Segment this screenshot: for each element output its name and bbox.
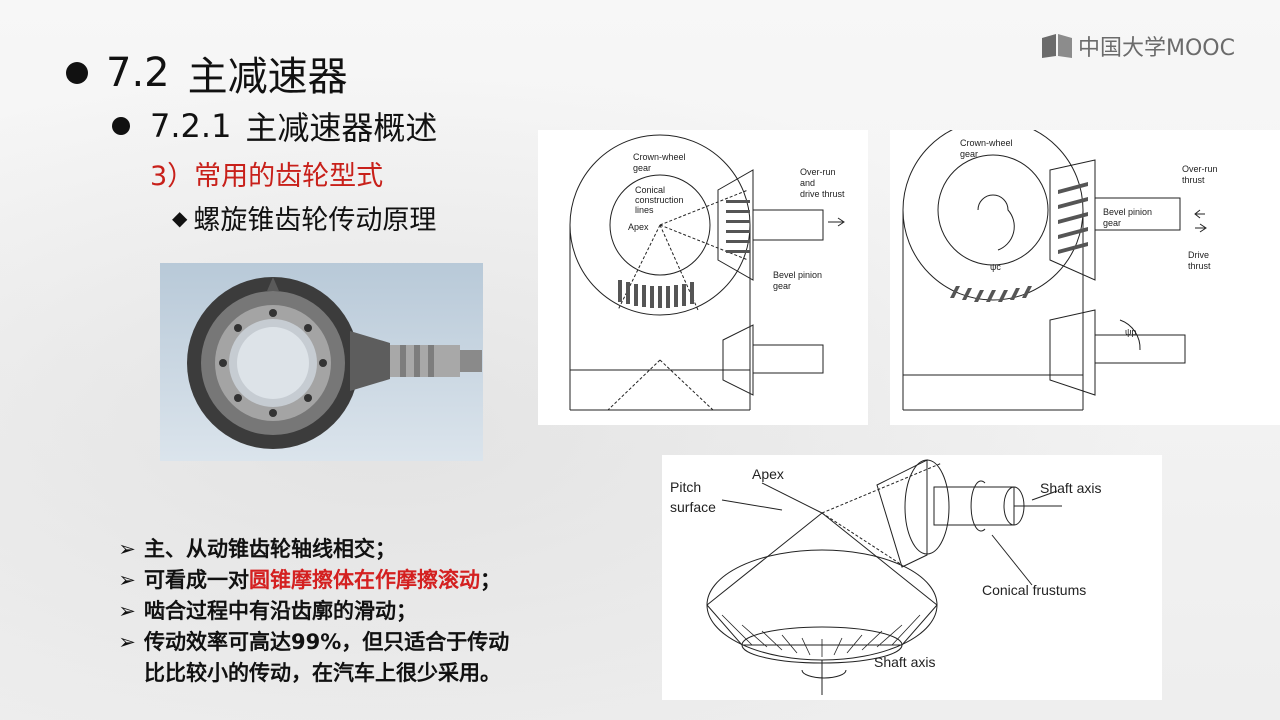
- label-angle-p: ψp: [1125, 327, 1136, 337]
- label-surface: surface: [670, 499, 716, 515]
- label-conical: Conical: [635, 185, 665, 195]
- arrow-marker: ➢: [118, 568, 136, 592]
- label-apex: Apex: [752, 466, 784, 482]
- label-overrun: Over-run: [800, 167, 836, 177]
- label-crown-wheel-gear: gear: [633, 163, 651, 173]
- label-bevel-pinion: Bevel pinion: [773, 270, 822, 280]
- bullet-text: 啮合过程中有沿齿廓的滑动；: [144, 599, 417, 623]
- bullet-text-pre: 可看成一对: [144, 568, 249, 592]
- spiral-bevel-gear-image: [187, 277, 482, 449]
- label-drive-thrust: thrust: [1188, 261, 1211, 271]
- list-item: ➢ 传动效率可高达99%，但只适合于传动: [110, 627, 509, 658]
- label-crown-wheel-gear: gear: [960, 149, 978, 159]
- diamond-marker: ◆: [172, 205, 188, 230]
- bullet-dot: [66, 62, 88, 84]
- label-apex: Apex: [628, 222, 649, 232]
- bullet-text: 主、从动锥齿轮轴线相交；: [144, 537, 396, 561]
- list-item: ➢ 主、从动锥齿轮轴线相交；: [110, 534, 509, 565]
- label-drive: Drive: [1188, 250, 1209, 260]
- bullet-text: 传动效率可高达99%，但只适合于传动: [144, 630, 510, 654]
- subtopic-title: 螺旋锥齿轮传动原理: [193, 205, 437, 236]
- pitch-surface-diagram: Pitch surface Apex Shaft axis Conical fr…: [662, 455, 1162, 700]
- label-crown-wheel: Crown-wheel: [960, 138, 1013, 148]
- label-lines: lines: [635, 205, 654, 215]
- label-overrun-thrust: thrust: [1182, 175, 1205, 185]
- feature-bullet-list: ➢ 主、从动锥齿轮轴线相交； ➢ 可看成一对圆锥摩擦体在作摩擦滚动； ➢ 啮合过…: [110, 534, 509, 689]
- list-item: ➢ 啮合过程中有沿齿廓的滑动；: [110, 596, 509, 627]
- list-item: ➢ 可看成一对圆锥摩擦体在作摩擦滚动；: [110, 565, 509, 596]
- bullet-text-post: ；: [480, 568, 501, 592]
- subsection-title: 主减速器概述: [245, 109, 438, 147]
- label-construction: construction: [635, 195, 684, 205]
- section-title: 主减速器: [187, 54, 348, 100]
- label-overrun: Over-run: [1182, 164, 1218, 174]
- bullet-text-highlight: 圆锥摩擦体在作摩擦滚动: [249, 568, 480, 592]
- spiral-bevel-diagram: Crown-wheel gear Over-run thrust Bevel p…: [890, 119, 1280, 425]
- subsection-number: 7.2.1: [150, 107, 232, 145]
- label-angle-c: ψc: [990, 262, 1001, 272]
- arrow-marker: ➢: [118, 630, 136, 654]
- straight-bevel-diagram: Crown-wheel gear Conical construction li…: [538, 130, 868, 425]
- label-bevel-gear: gear: [1103, 218, 1121, 228]
- book-icon: [1042, 34, 1072, 58]
- bullet-text: 比比较小的传动，在汽车上很少采用。: [144, 661, 501, 685]
- section-heading: 7.2 主减速器: [66, 44, 348, 102]
- label-shaft-axis-bottom: Shaft axis: [874, 654, 935, 670]
- label-crown-wheel: Crown-wheel: [633, 152, 686, 162]
- label-conical-frustums: Conical frustums: [982, 582, 1086, 598]
- mooc-logo: 中国大学MOOC: [1040, 30, 1235, 62]
- logo-text: 中国大学MOOC: [1078, 36, 1235, 61]
- bullet-dot: [112, 117, 130, 135]
- arrow-marker: ➢: [118, 537, 136, 561]
- label-pitch: Pitch: [670, 479, 701, 495]
- list-item-continuation: 比比较小的传动，在汽车上很少采用。: [110, 658, 509, 689]
- label-bevel-pinion: Bevel pinion: [1103, 207, 1152, 217]
- label-shaft-axis-top: Shaft axis: [1040, 480, 1101, 496]
- subsection-heading: 7.2.1 主减速器概述: [112, 103, 437, 149]
- section-number: 7.2: [106, 50, 170, 96]
- subtopic-heading: ◆ 螺旋锥齿轮传动原理: [172, 198, 436, 237]
- gear-photo: [160, 263, 483, 461]
- label-drive-thrust: drive thrust: [800, 189, 845, 199]
- label-and: and: [800, 178, 815, 188]
- arrow-marker: ➢: [118, 599, 136, 623]
- label-bevel-gear: gear: [773, 281, 791, 291]
- topic-heading: 3）常用的齿轮型式: [150, 161, 384, 192]
